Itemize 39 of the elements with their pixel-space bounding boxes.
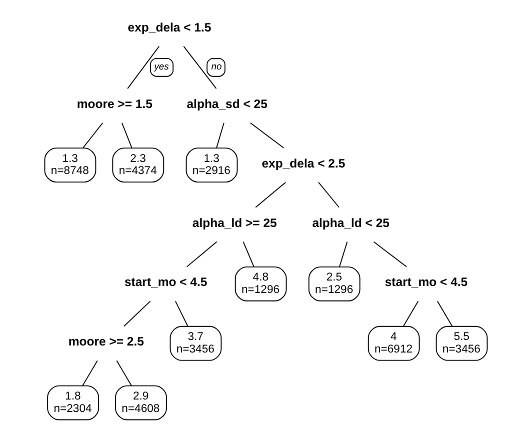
connector	[318, 182, 340, 208]
connector	[82, 360, 98, 386]
connector	[436, 300, 453, 327]
node-box: 1.8 n=2304	[47, 385, 100, 420]
node-text: start_mo < 4.5	[384, 275, 468, 290]
edge-label: no	[211, 60, 222, 72]
connector	[338, 241, 348, 268]
connector	[127, 46, 160, 90]
edge-label: yes	[154, 60, 169, 72]
connector	[255, 182, 286, 208]
node-box: 2.5 n=1296	[308, 266, 360, 302]
node-box: 5.5 n=3456	[436, 326, 488, 361]
node-box: 1.3 n=8748	[44, 148, 96, 183]
node-text: alpha_sd < 25	[186, 96, 268, 111]
connector	[373, 241, 408, 268]
node-text: start_mo < 4.5	[124, 275, 208, 290]
node-box: 2.9 n=4608	[115, 385, 167, 420]
node-box: 1.3 n=2916	[186, 148, 238, 183]
connector	[402, 300, 419, 327]
connector	[250, 122, 284, 148]
connector	[183, 46, 217, 90]
node-text: alpha_ld < 25	[312, 216, 390, 230]
node-box: 4 n=6912	[368, 326, 420, 361]
connector	[121, 122, 132, 148]
connector	[82, 122, 104, 148]
node-box: 2.3 n=4374	[112, 148, 164, 183]
node-text: moore >= 2.5	[68, 334, 144, 349]
connector	[216, 122, 224, 148]
node-text: moore >= 1.5	[76, 96, 152, 111]
node-box: 4.8 n=1296	[234, 266, 287, 302]
connector	[174, 300, 188, 327]
connector	[186, 241, 218, 268]
connector	[116, 360, 132, 386]
node-text: alpha_ld >= 25	[192, 216, 277, 230]
node-box: 3.7 n=3456	[170, 326, 222, 361]
connector	[124, 300, 151, 327]
node-text: exp_dela < 1.5	[128, 20, 212, 34]
node-text: exp_dela < 2.5	[262, 156, 346, 170]
connector	[242, 241, 254, 268]
